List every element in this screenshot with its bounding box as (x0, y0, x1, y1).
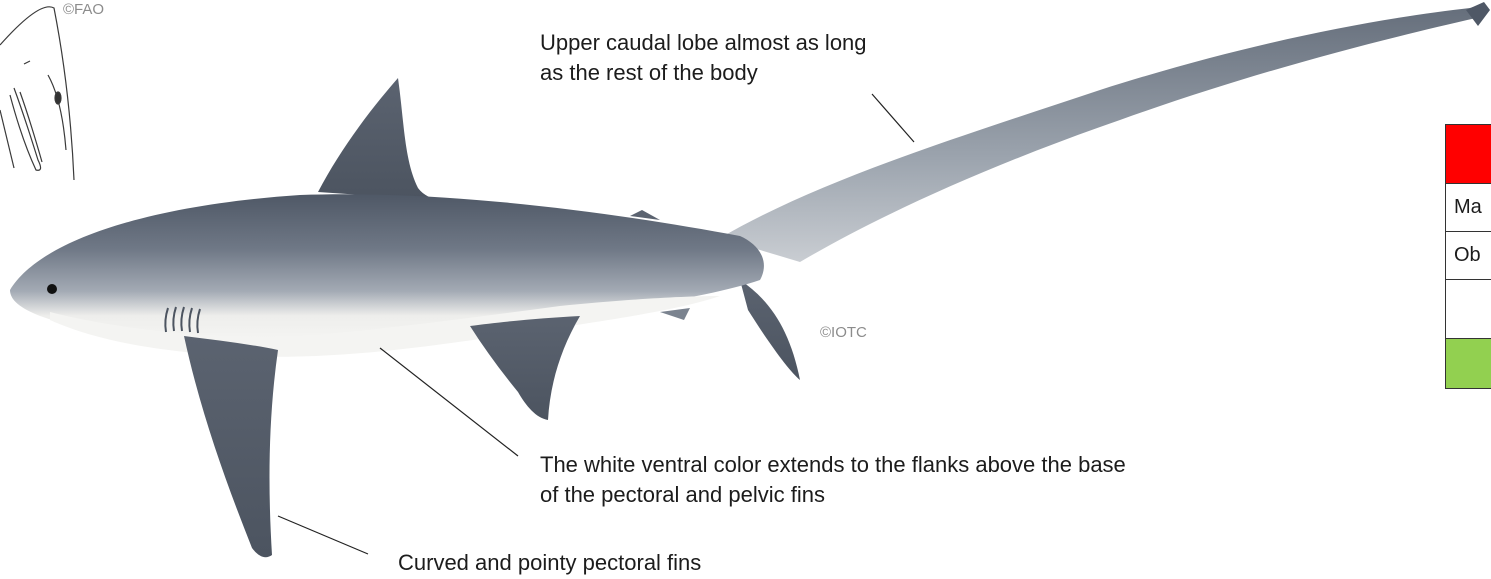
first-dorsal-fin (318, 78, 436, 200)
fao-sketch (0, 7, 74, 180)
side-table-cell (1446, 280, 1491, 339)
pectoral-annotation: Curved and pointy pectoral fins (398, 548, 701, 578)
pectoral-leader-line (278, 516, 368, 554)
caudal-tip (1466, 2, 1490, 26)
ventral-annotation-line-1: The white ventral color extends to the f… (540, 450, 1126, 480)
tail-annotation: Upper caudal lobe almost as long as the … (540, 28, 867, 88)
shark-eye (47, 284, 57, 294)
side-table: Ma Ob (1445, 124, 1491, 389)
side-table-cell (1446, 339, 1491, 389)
side-table-cell (1446, 125, 1491, 184)
ventral-annotation-line-2: of the pectoral and pelvic fins (540, 480, 1126, 510)
tail-leader-line (872, 94, 914, 142)
pelvic-fin (470, 316, 580, 420)
tail-annotation-line-1: Upper caudal lobe almost as long (540, 28, 867, 58)
side-table-row (1446, 125, 1491, 184)
side-table-row (1446, 339, 1491, 389)
side-table-row (1446, 280, 1491, 339)
ventral-annotation: The white ventral color extends to the f… (540, 450, 1126, 510)
pectoral-fin (184, 336, 278, 557)
caudal-lower-lobe (740, 280, 800, 380)
side-table-cell: Ma (1446, 184, 1491, 232)
side-table-row: Ma (1446, 184, 1491, 232)
fao-credit: ©FAO (63, 1, 104, 18)
iotc-credit: ©IOTC (820, 324, 867, 341)
side-table-row: Ob (1446, 232, 1491, 280)
tail-annotation-line-2: as the rest of the body (540, 58, 867, 88)
side-table-cell: Ob (1446, 232, 1491, 280)
